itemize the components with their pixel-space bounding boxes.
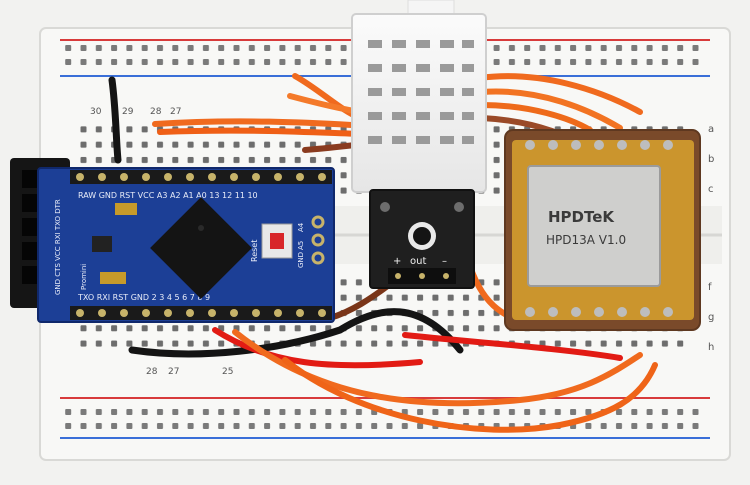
orange-wire-right-1 — [477, 73, 643, 115]
row-letter-b: b — [708, 154, 714, 165]
promini-label: Promini — [80, 264, 88, 290]
reset-label: Reset — [250, 240, 259, 262]
col-number-bottom-25: 25 — [222, 367, 233, 377]
col-number-28-top: 28 — [150, 107, 162, 117]
rf-shield-can — [527, 165, 661, 287]
top-pin-header — [70, 170, 332, 184]
tantalum-capacitor-top — [115, 203, 137, 215]
out-label: out — [410, 256, 426, 267]
bottom-pin-header — [70, 306, 332, 320]
dht22-sensor — [351, 0, 487, 193]
red-wire-bottom-2 — [402, 332, 623, 361]
hpd-model-label: HPD13A V1.0 — [546, 233, 626, 247]
col-number-bottom-28: 28 — [146, 367, 158, 377]
atmega-chip — [150, 197, 252, 299]
bottom-pin-labels: TXO RXI RST GND 2 3 4 5 6 7 8 9 — [77, 293, 210, 302]
orange-wire-right-2 — [479, 88, 623, 131]
pin-a4-label: A4 — [297, 222, 305, 232]
col-number-bottom-27: 27 — [168, 367, 179, 377]
orange-wire-bottom-2 — [282, 357, 658, 433]
top-pin-labels: RAW GND RST VCC A3 A2 A1 A0 13 12 11 10 — [78, 191, 258, 200]
hpd-brand-label: HPDTeK — [548, 208, 615, 226]
black-wire-left — [108, 76, 122, 164]
col-number-30-top: 30 — [90, 107, 102, 117]
col-number-29-top: 29 — [122, 107, 134, 117]
tantalum-capacitor-bottom — [100, 272, 126, 284]
row-letter-f: f — [708, 282, 712, 293]
voltage-regulator — [92, 236, 112, 252]
hpd13a-module: HPDTeK HPD13A V1.0 — [504, 129, 701, 331]
sensor-breakout-module: + out – — [369, 189, 475, 289]
orange-wire-top-2 — [157, 127, 368, 137]
red-wire-bottom-1 — [212, 327, 423, 369]
black-wire-bottom — [128, 308, 464, 358]
plus-label: + — [393, 256, 401, 267]
arduino-pro-mini: RAW GND RST VCC A3 A2 A1 A0 13 12 11 10 … — [10, 158, 335, 323]
ftdi-pin-labels: GND CTS VCC RXI TXO DTR — [54, 199, 62, 295]
row-letter-h: h — [708, 342, 714, 353]
row-letter-c: c — [708, 184, 714, 195]
col-number-27-top: 27 — [170, 107, 181, 117]
jumper-wires — [108, 73, 658, 433]
pin-gnd-label: GND — [297, 252, 305, 268]
row-letter-a: a — [708, 124, 714, 135]
orange-wire-right-3 — [479, 102, 593, 133]
row-letter-g: g — [708, 312, 714, 323]
minus-label: – — [442, 256, 447, 267]
pin-a5-label: A5 — [297, 241, 305, 250]
